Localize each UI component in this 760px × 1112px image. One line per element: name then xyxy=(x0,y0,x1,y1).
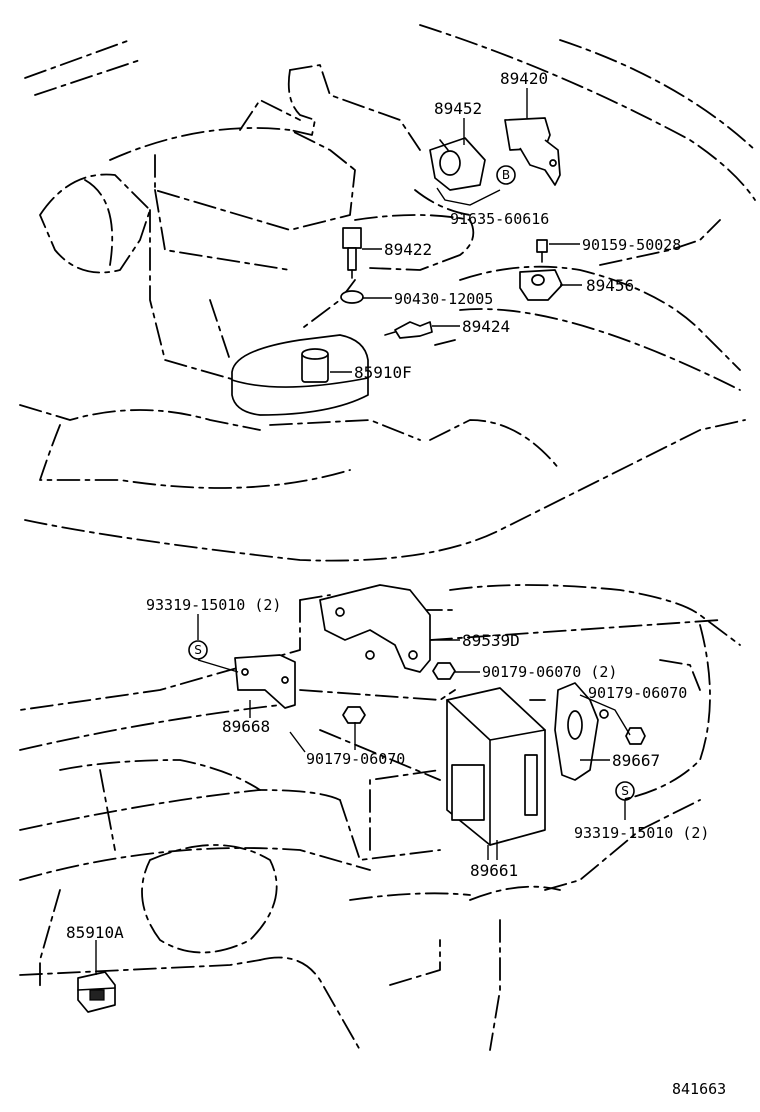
label-89452: 89452 xyxy=(434,99,482,118)
label-89667: 89667 xyxy=(612,751,660,770)
part-89452-shape xyxy=(429,137,486,191)
part-85910F-shape xyxy=(231,334,369,416)
label-90179-06070-2: 90179-06070 (2) xyxy=(482,663,617,681)
part-labels: 89420 89452 91635-60616 89422 90159-5002… xyxy=(66,69,726,1098)
body-outlines xyxy=(19,24,756,1051)
diagram-id: 841663 xyxy=(672,1080,726,1098)
symbol-s-text: S xyxy=(194,643,202,657)
part-89456-shape xyxy=(519,269,563,301)
part-89424-shape xyxy=(384,321,433,339)
part-90159-shape xyxy=(536,239,548,263)
part-89539D-shape xyxy=(319,584,431,673)
part-85910A-shape xyxy=(77,971,116,1013)
symbol-b-marker: B xyxy=(496,165,516,185)
symbol-s-marker-right: S xyxy=(615,781,635,801)
symbol-s-text: S xyxy=(621,784,629,798)
label-85910F: 85910F xyxy=(354,363,412,382)
symbol-b-text: B xyxy=(502,168,510,182)
part-90430-shape xyxy=(340,290,364,304)
label-89456: 89456 xyxy=(586,276,634,295)
label-93319-15010-left: 93319-15010 (2) xyxy=(146,596,281,614)
label-89424: 89424 xyxy=(462,317,510,336)
label-89668: 89668 xyxy=(222,717,270,736)
part-89422-shape xyxy=(342,227,362,279)
label-89661: 89661 xyxy=(470,861,518,880)
part-89667-shape xyxy=(554,682,609,781)
label-90159-50028: 90159-50028 xyxy=(582,236,681,254)
label-89422: 89422 xyxy=(384,240,432,259)
label-89539D: 89539D xyxy=(462,631,520,650)
part-90179-nuts xyxy=(342,662,646,745)
part-89420-shape xyxy=(504,117,561,186)
label-90179-06070-right: 90179-06070 xyxy=(588,684,687,702)
part-89668-shape xyxy=(234,654,296,709)
label-90179-06070-center: 90179-06070 xyxy=(306,750,405,768)
label-89420: 89420 xyxy=(500,69,548,88)
leader-lines xyxy=(95,88,631,975)
label-91635-60616: 91635-60616 xyxy=(450,210,549,228)
symbol-s-marker-left: S xyxy=(188,640,208,660)
label-85910A: 85910A xyxy=(66,923,124,942)
part-89661-shape xyxy=(446,687,546,846)
label-93319-15010-right: 93319-15010 (2) xyxy=(574,824,709,842)
label-90430-12005: 90430-12005 xyxy=(394,290,493,308)
